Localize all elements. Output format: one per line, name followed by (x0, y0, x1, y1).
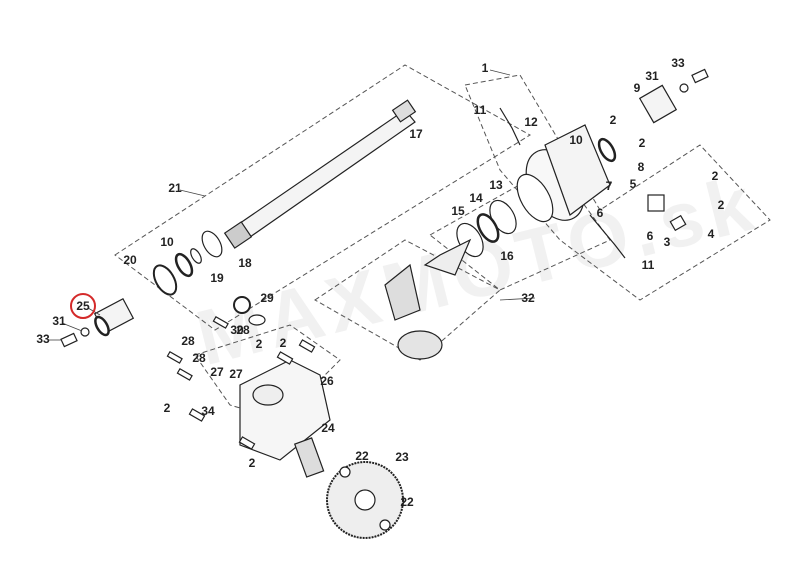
callout-23[interactable]: 23 (395, 450, 409, 464)
callout-16[interactable]: 16 (500, 249, 514, 263)
callout-10[interactable]: 10 (160, 235, 174, 249)
seal-19 (174, 252, 194, 278)
circlip-22a (339, 466, 351, 478)
callout-32[interactable]: 32 (521, 291, 535, 305)
bolt-33b (691, 68, 709, 84)
group-outline-housing (429, 164, 611, 291)
bolt-2d (298, 339, 316, 353)
bolt-2a (188, 408, 206, 422)
callout-3[interactable]: 3 (663, 235, 671, 249)
callout-24[interactable]: 24 (321, 421, 335, 435)
callout-28[interactable]: 28 (236, 323, 250, 337)
pin-28b (166, 350, 183, 364)
oring-13 (516, 173, 554, 223)
shaft-24 (293, 437, 325, 478)
bearing-18 (201, 230, 223, 258)
seal-29 (233, 296, 251, 314)
actuator-5 (647, 194, 665, 212)
callout-14[interactable]: 14 (469, 191, 483, 205)
callout-27[interactable]: 27 (229, 367, 243, 381)
callout-34[interactable]: 34 (201, 404, 215, 418)
fork-11-top (499, 107, 521, 146)
callout-2[interactable]: 2 (279, 336, 287, 350)
callout-2[interactable]: 2 (248, 456, 256, 470)
cap-9 (638, 84, 678, 124)
seal-15 (476, 213, 500, 243)
group-outline-1 (464, 74, 771, 301)
callout-11[interactable]: 11 (473, 103, 487, 117)
spline-17 (391, 99, 417, 123)
pin-28a (212, 315, 229, 329)
callout-2[interactable]: 2 (717, 198, 725, 212)
ring-gear-32 (397, 330, 443, 360)
bearing-20 (152, 264, 178, 296)
ring-10 (190, 248, 202, 264)
washer-31 (80, 327, 90, 337)
callout-8[interactable]: 8 (637, 160, 645, 174)
callout-2[interactable]: 2 (711, 169, 719, 183)
callout-29[interactable]: 29 (260, 291, 274, 305)
callout-15[interactable]: 15 (451, 204, 465, 218)
callout-2[interactable]: 2 (163, 401, 171, 415)
callout-28[interactable]: 28 (181, 334, 195, 348)
pinion-shaft (423, 238, 472, 276)
case-bore (252, 384, 284, 406)
callout-22[interactable]: 22 (355, 449, 369, 463)
spline-shaft-end (223, 221, 253, 249)
callout-31[interactable]: 31 (52, 314, 66, 328)
bolt-2b (238, 436, 256, 450)
housing-12-body (544, 124, 611, 216)
pin-4 (669, 214, 687, 232)
callout-4[interactable]: 4 (707, 227, 715, 241)
seal-8 (597, 137, 617, 163)
callout-6[interactable]: 6 (596, 206, 604, 220)
gear-23-hub (354, 489, 376, 511)
fork-11-bottom (589, 214, 626, 259)
callout-10[interactable]: 10 (569, 133, 583, 147)
group-outline-21 (114, 64, 531, 331)
callout-20[interactable]: 20 (123, 253, 137, 267)
callout-12[interactable]: 12 (524, 115, 538, 129)
callout-28[interactable]: 28 (192, 351, 206, 365)
group-outline-32 (314, 239, 501, 361)
callout-33[interactable]: 33 (36, 332, 50, 346)
callout-25-highlighted[interactable]: 25 (70, 293, 96, 319)
callout-27[interactable]: 27 (210, 365, 224, 379)
callout-7[interactable]: 7 (605, 179, 613, 193)
bolt-2c (276, 351, 294, 365)
callout-2[interactable]: 2 (638, 136, 646, 150)
callout-13[interactable]: 13 (489, 178, 503, 192)
callout-17[interactable]: 17 (409, 127, 423, 141)
callout-30[interactable]: 30 (230, 323, 244, 337)
callout-31[interactable]: 31 (645, 69, 659, 83)
callout-22[interactable]: 22 (400, 495, 414, 509)
callout-2[interactable]: 2 (609, 113, 617, 127)
callout-21[interactable]: 21 (168, 181, 182, 195)
callout-1[interactable]: 1 (481, 61, 489, 75)
callout-18[interactable]: 18 (238, 256, 252, 270)
callout-6[interactable]: 6 (646, 229, 654, 243)
seal-25 (94, 315, 110, 337)
bevel-gear (384, 263, 421, 321)
callout-2[interactable]: 2 (255, 337, 263, 351)
pin-28c (176, 367, 193, 381)
callout-33[interactable]: 33 (671, 56, 685, 70)
callout-26[interactable]: 26 (320, 374, 334, 388)
leader-lines (48, 69, 536, 341)
washer-30 (248, 314, 266, 326)
circlip-22b (379, 519, 391, 531)
bolt-33 (60, 332, 78, 348)
callout-5[interactable]: 5 (629, 177, 637, 191)
callout-19[interactable]: 19 (210, 271, 224, 285)
washer-31b (679, 83, 689, 93)
callout-9[interactable]: 9 (633, 81, 641, 95)
callout-11[interactable]: 11 (641, 258, 655, 272)
